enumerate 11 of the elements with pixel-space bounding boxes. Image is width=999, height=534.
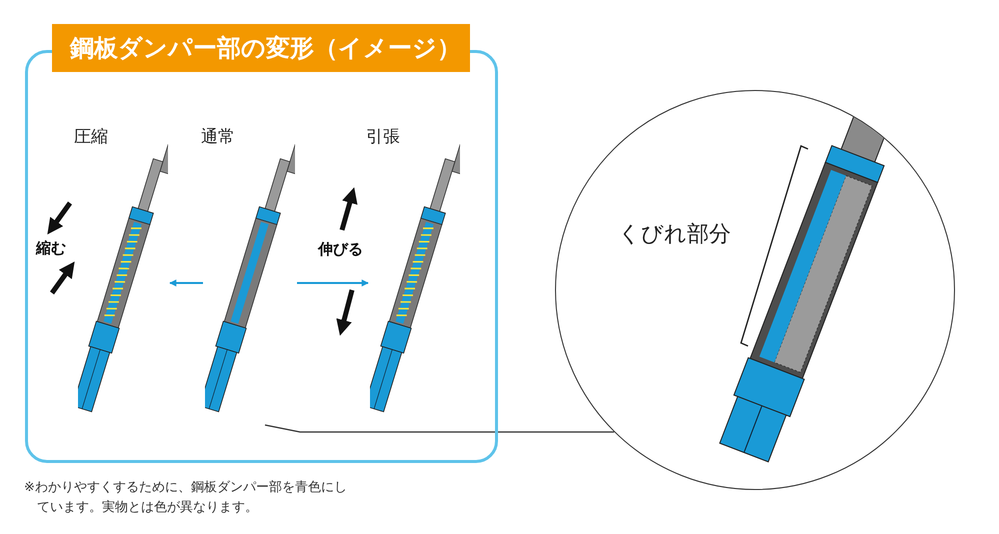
arrow	[169, 280, 203, 286]
deformation-label: 縮む	[36, 239, 66, 258]
state-label: 通常	[201, 126, 235, 148]
deformation-label: 伸びる	[318, 240, 363, 259]
state-label: 圧縮	[74, 126, 108, 148]
arrow	[297, 280, 369, 286]
state-label: 引張	[366, 126, 400, 148]
callout-text: くびれ部分	[618, 221, 731, 249]
leader-line	[264, 424, 614, 433]
footnote: ※わかりやすくするために、鋼板ダンパー部を青色にしています。実物とは色が異なります。	[24, 479, 348, 517]
title-banner: 鋼板ダンパー部の変形（イメージ）	[52, 24, 470, 72]
